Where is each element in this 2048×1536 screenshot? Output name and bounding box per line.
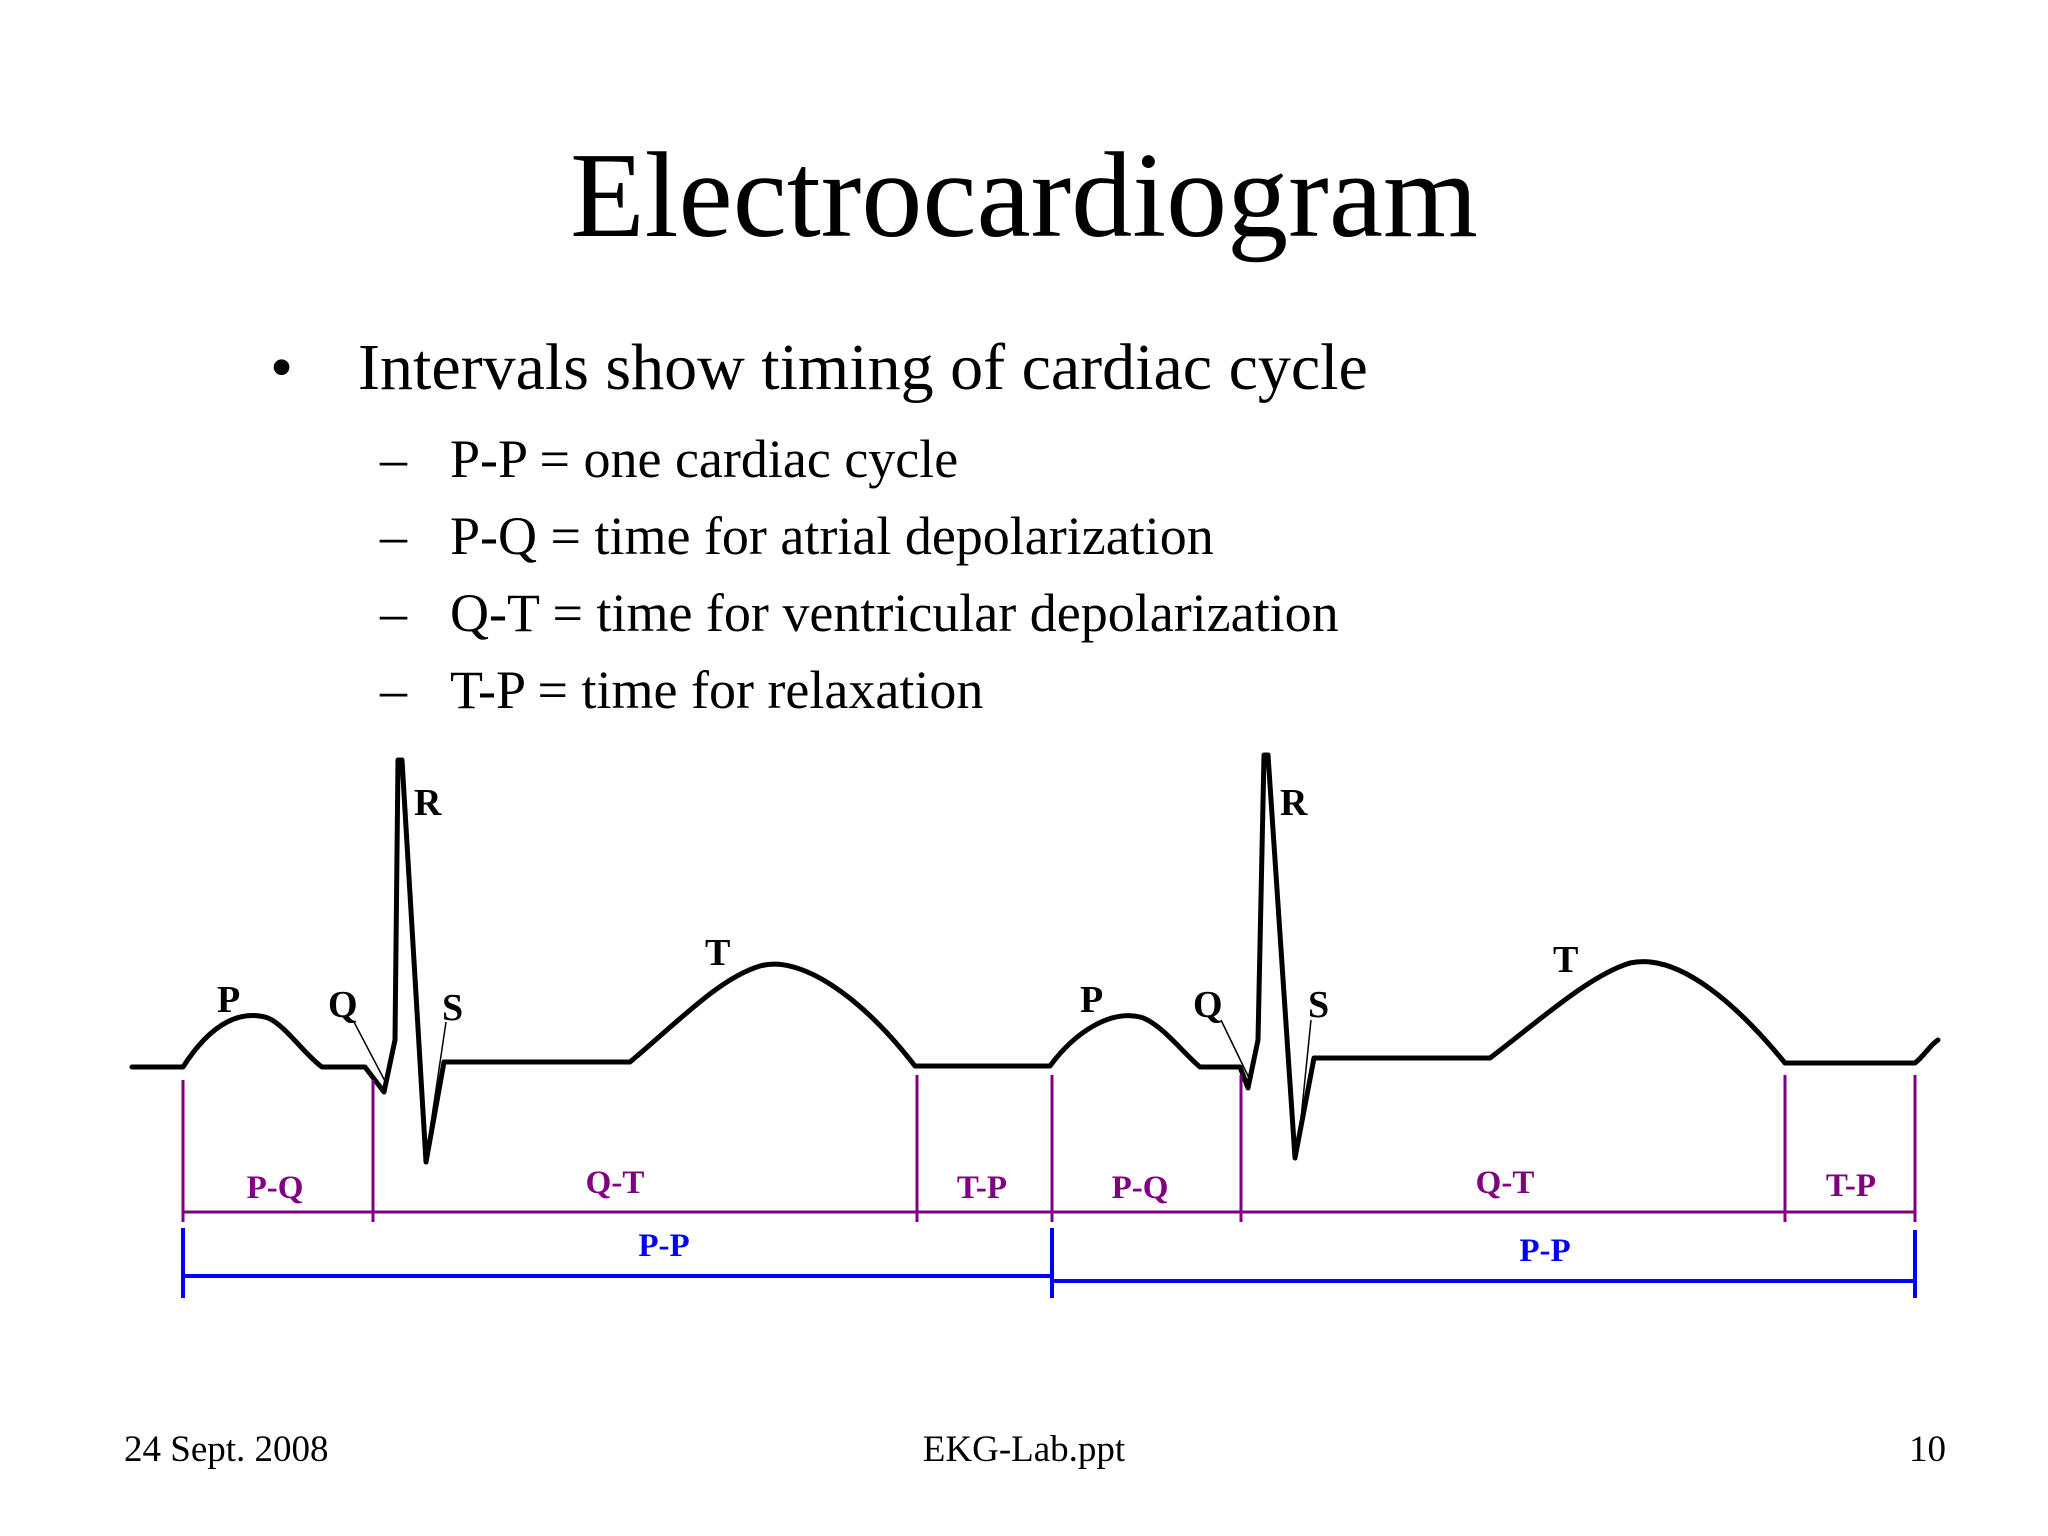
interval-label-p-q: P-Q: [1112, 1170, 1169, 1206]
interval-label-p-q: P-Q: [247, 1170, 304, 1206]
interval-label-t-p: T-P: [957, 1170, 1007, 1206]
interval-label-q-t: Q-T: [586, 1165, 645, 1201]
wave-label-q: Q: [1193, 984, 1223, 1026]
bullet-text: Intervals show timing of cardiac cycle: [358, 331, 1368, 404]
footer-date: 24 Sept. 2008: [124, 1429, 329, 1470]
leader-line: [353, 1021, 387, 1084]
wave-label-p: P: [217, 979, 240, 1021]
wave-label-p: P: [1080, 979, 1103, 1021]
sub-bullet-text: Q-T = time for ventricular depolarizatio…: [450, 583, 1339, 643]
wave-label-t: T: [705, 932, 730, 974]
leader-line: [1299, 1019, 1312, 1129]
ecg-waveform: [129, 752, 1941, 1165]
sub-bullet-text: P-P = one cardiac cycle: [450, 429, 959, 489]
footer-page-number: 10: [1909, 1429, 1946, 1470]
bullet-dot-icon: •: [270, 331, 294, 404]
cycle-label-p-p: P-P: [638, 1228, 689, 1264]
wave-label-t: T: [1553, 939, 1578, 981]
leader-line: [429, 1021, 447, 1131]
dash-icon: –: [380, 429, 407, 489]
wave-label-r: R: [414, 782, 442, 824]
dash-icon: –: [380, 583, 407, 643]
interval-label-q-t: Q-T: [1476, 1165, 1535, 1201]
footer-filename: EKG-Lab.ppt: [922, 1429, 1126, 1470]
dash-icon: –: [380, 660, 407, 720]
sub-bullet-text: P-Q = time for atrial depolarization: [450, 506, 1214, 566]
wave-label-q: Q: [328, 984, 358, 1026]
slide-title: Electrocardiogram: [570, 128, 1478, 263]
cycle-label-p-p: P-P: [1519, 1233, 1570, 1269]
sub-bullet-text: T-P = time for relaxation: [450, 660, 984, 720]
wave-label-s: S: [442, 987, 463, 1029]
dash-icon: –: [380, 506, 407, 566]
leader-line: [1220, 1019, 1251, 1081]
interval-label-t-p: T-P: [1826, 1168, 1876, 1204]
wave-label-s: S: [1308, 984, 1329, 1026]
wave-label-r: R: [1280, 782, 1308, 824]
